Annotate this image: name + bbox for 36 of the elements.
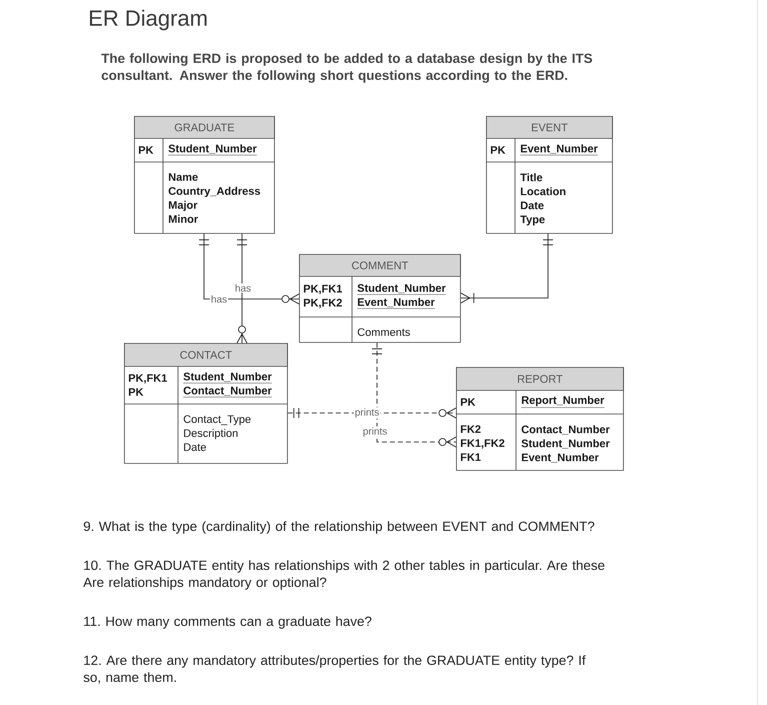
- question-text: 10. The GRADUATE entity has relationships with 2 other tables in particular. Are these Are relationships mandatory or optional?: [83, 560, 604, 590]
- intro-paragraph: The following ERD is proposed to be added to a database design by the ITS consultant. Answer the following short questions according to the ERD.: [101, 53, 592, 83]
- key-attribute: Student_Number: [168, 144, 258, 156]
- question-text: 11. How many comments can a graduate have?: [84, 616, 372, 629]
- attribute-list: Comments: [358, 328, 410, 336]
- key-marker: PK: [490, 146, 506, 154]
- relationship-line: [236, 233, 248, 344]
- attribute-list: Name Country_Address Major Minor: [168, 173, 260, 223]
- key-attribute: Event_Number: [520, 144, 598, 156]
- entity-header: EVENT: [486, 116, 613, 139]
- attribute-list: Title Location Date Type: [520, 173, 566, 226]
- edge-label: prints: [354, 407, 380, 419]
- key-marker: PK,FK1 PK: [128, 374, 167, 396]
- entity-header: GRADUATE: [134, 116, 275, 139]
- entity-header: COMMENT: [299, 254, 461, 277]
- page-title: ER Diagram: [90, 10, 207, 30]
- entity-header: REPORT: [456, 367, 624, 391]
- relationship-line: [460, 233, 554, 304]
- key-marker: PK,FK1 PK,FK2: [304, 284, 342, 308]
- key-attribute: Report_Number: [521, 396, 605, 408]
- attribute-list: Contact_Number Student_Number Event_Number: [522, 425, 610, 463]
- relationship-line: [198, 233, 300, 304]
- key-marker: PK: [460, 398, 476, 406]
- question-text: 12. Are there any mandatory attributes/properties for the GRADUATE entity type? If so, name them.: [84, 655, 586, 684]
- attribute-list: Contact_Type Description Date: [184, 415, 251, 451]
- relationship-line: [372, 342, 456, 448]
- key-marker: FK2 FK1,FK2 FK1: [460, 425, 504, 461]
- question-text: 9. What is the type (cardinality) of the relationship between EVENT and COMMENT?: [84, 521, 594, 534]
- key-attribute: Student_Number Contact_Number: [183, 372, 272, 398]
- edge-label: has: [210, 294, 228, 304]
- relationship-line: [287, 408, 456, 418]
- entity-header: CONTACT: [124, 343, 288, 367]
- key-attribute: Student_Number Event_Number: [357, 284, 446, 309]
- edge-label: prints: [362, 426, 388, 438]
- edge-label: has: [234, 283, 252, 293]
- key-marker: PK: [138, 146, 154, 154]
